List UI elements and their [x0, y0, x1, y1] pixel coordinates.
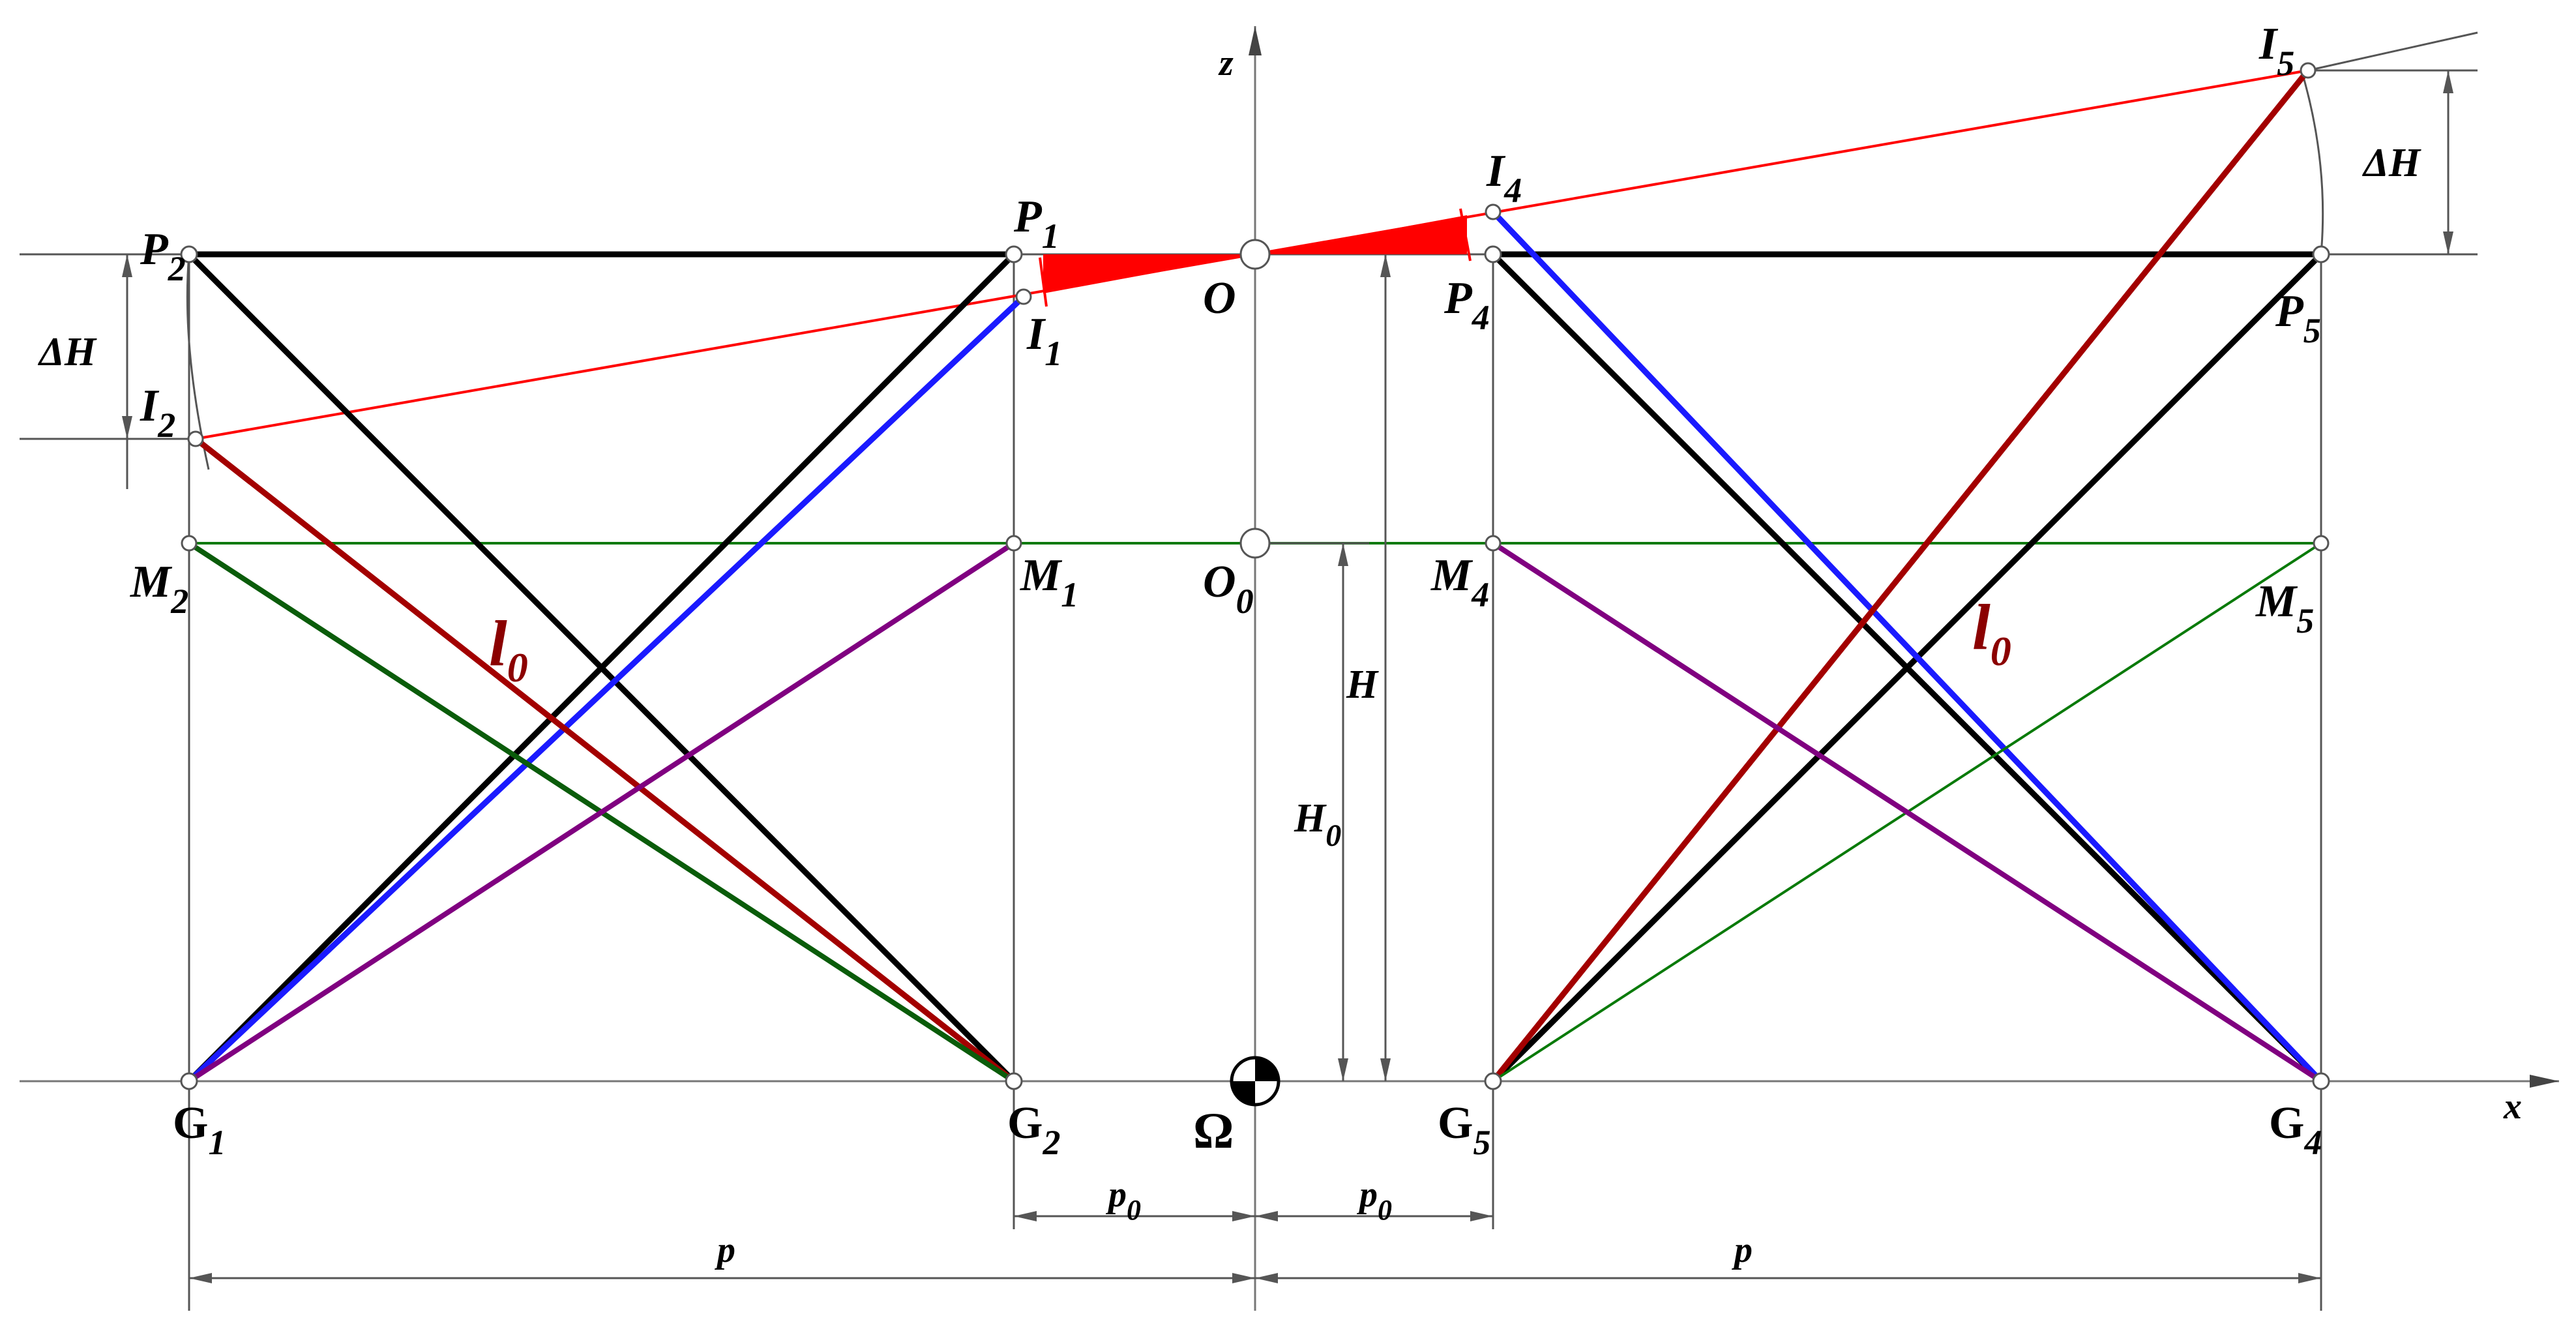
- joint-p2: [180, 245, 198, 263]
- label-p-left: p: [715, 1230, 735, 1270]
- dim-dh-left-arrow-bottom: [122, 416, 132, 439]
- label-delta-h-left: ΔH: [37, 330, 97, 374]
- label-o: O: [1203, 273, 1236, 323]
- joint-o: [1239, 239, 1271, 270]
- joint-g1: [180, 1072, 198, 1090]
- dim-p-arrow-mid-right: [1255, 1273, 1278, 1283]
- label-h0: H0: [1294, 796, 1341, 853]
- label-m1: M1: [1020, 550, 1078, 614]
- dim-p-arrow-left: [189, 1273, 212, 1283]
- dim-p0-arrow-mid-left: [1232, 1211, 1255, 1221]
- dim-dh-right-arrow-top: [2443, 70, 2453, 93]
- bar-g5-i5: [1490, 68, 2311, 1083]
- label-p5: P5: [2275, 286, 2321, 350]
- bars: [186, 68, 2324, 1084]
- joint-m5: [2313, 535, 2330, 552]
- joint-m1: [1005, 535, 1022, 552]
- bar-i2-g2: [194, 436, 1016, 1084]
- label-p0-right: p0: [1357, 1174, 1392, 1226]
- z-axis-arrowhead: [1249, 26, 1262, 55]
- joint-g2: [1005, 1072, 1023, 1090]
- bar-m4-g4: [1491, 541, 2323, 1084]
- label-m2: M2: [130, 557, 188, 621]
- ray-tick-right: [1459, 208, 1472, 261]
- label-l0-left: l0: [489, 607, 528, 691]
- dim-h-arrow-top: [1380, 254, 1391, 277]
- x-axis-label: x: [2503, 1086, 2522, 1127]
- arc-right: [2300, 70, 2324, 255]
- bar-g1-p1: [186, 252, 1016, 1084]
- label-g1: G1: [173, 1098, 226, 1162]
- label-o0: O0: [1203, 557, 1254, 621]
- label-g5: G5: [1438, 1098, 1490, 1162]
- joint-p4: [1484, 245, 1502, 263]
- bar-g5-p5: [1490, 252, 2324, 1084]
- x-axis-arrowhead: [2530, 1075, 2559, 1088]
- label-delta-h-right: ΔH: [2361, 141, 2421, 185]
- bar-i4-g4: [1490, 209, 2324, 1084]
- label-i2: I2: [140, 381, 175, 445]
- joint-i2: [187, 430, 204, 447]
- joints: [180, 62, 2330, 1090]
- joint-m4: [1485, 535, 1502, 552]
- label-i4: I4: [1486, 146, 1522, 210]
- center-of-mass-icon: [1230, 1056, 1281, 1107]
- label-p1: P1: [1013, 192, 1059, 256]
- joint-m2: [181, 535, 198, 552]
- label-g2: G2: [1007, 1098, 1060, 1162]
- axes: [20, 26, 2559, 1311]
- dim-p-arrow-right: [2298, 1273, 2321, 1283]
- joint-i1: [1015, 288, 1032, 305]
- dim-h-arrow-bottom: [1380, 1058, 1391, 1081]
- joint-p5: [2312, 245, 2330, 263]
- label-p0-left: p0: [1106, 1174, 1141, 1226]
- label-m4: M4: [1430, 550, 1489, 614]
- dim-h0-arrow-bottom: [1338, 1058, 1348, 1081]
- joint-o0: [1239, 528, 1271, 559]
- i5-extension-line: [2307, 31, 2478, 72]
- label-l0-right: l0: [1972, 591, 2011, 674]
- joint-i5: [2300, 62, 2317, 79]
- joint-i4: [1485, 203, 1502, 220]
- joint-p1: [1005, 245, 1023, 263]
- dim-p0-arrow-right: [1470, 1211, 1493, 1221]
- label-h: H: [1346, 663, 1379, 707]
- label-g4: G4: [2269, 1098, 2322, 1162]
- bar-g1-i1: [186, 294, 1026, 1084]
- dim-p0-arrow-left: [1014, 1211, 1037, 1221]
- dim-dh-right-arrow-bottom: [2443, 231, 2453, 254]
- label-omega: Ω: [1193, 1102, 1234, 1159]
- joint-g5: [1484, 1072, 1502, 1090]
- label-p2: P2: [140, 224, 186, 288]
- label-p-right: p: [1732, 1230, 1753, 1270]
- label-p4: P4: [1443, 273, 1490, 337]
- labels: z x P2 P1 P4 P5 I2 I1 I4 I5 O O0 M2 M1 M…: [37, 19, 2522, 1270]
- label-i5: I5: [2258, 19, 2294, 83]
- dim-p-arrow-mid-left: [1232, 1273, 1255, 1283]
- label-m5: M5: [2255, 576, 2314, 640]
- dim-p0-arrow-mid-right: [1255, 1211, 1278, 1221]
- dim-dh-left-arrow-top: [122, 254, 132, 277]
- dimensions: [122, 70, 2453, 1283]
- dim-h0-arrow-top: [1338, 543, 1348, 566]
- bar-g1-m1: [187, 541, 1016, 1084]
- joint-g4: [2312, 1072, 2330, 1090]
- ray-tick-left: [1039, 257, 1048, 307]
- label-i1: I1: [1026, 309, 1062, 373]
- z-axis-label: z: [1218, 43, 1234, 83]
